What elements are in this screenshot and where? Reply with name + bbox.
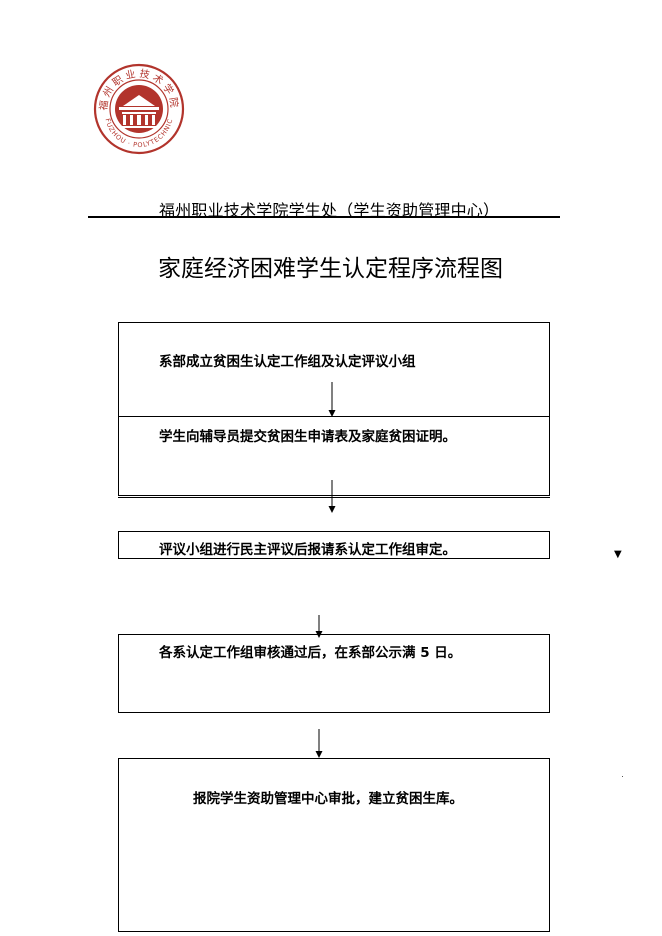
flow-step-1-text: 系部成立贫困生认定工作组及认定评议小组 xyxy=(159,354,416,370)
flow-step-1-box: 系部成立贫困生认定工作组及认定评议小组 xyxy=(118,322,550,418)
down-arrow-icon xyxy=(328,480,336,513)
flow-step-3-box: 评议小组进行民主评议后报请系认定工作组审定。 xyxy=(118,531,550,559)
down-arrow-icon xyxy=(328,382,336,417)
flow-step-2-double-border xyxy=(118,497,550,498)
flow-step-5-text: 报院学生资助管理中心审批，建立贫困生库。 xyxy=(193,791,463,807)
school-logo: 福州职业技术学院 FUZHOU · POLYTECHNIC xyxy=(93,63,185,155)
organization-header: 福州职业技术学院学生处（学生资助管理中心） xyxy=(159,201,500,220)
down-arrow-icon xyxy=(315,615,323,638)
flow-step-2-text: 学生向辅导员提交贫困生申请表及家庭贫困证明。 xyxy=(159,429,456,445)
flow-step-4-text: 各系认定工作组审核通过后，在系部公示满 5 日。 xyxy=(159,645,462,661)
flow-step-3-text: 评议小组进行民主评议后报请系认定工作组审定。 xyxy=(159,542,456,558)
stray-dot xyxy=(622,776,623,777)
flow-step-5-box: 报院学生资助管理中心审批，建立贫困生库。 xyxy=(118,758,550,932)
triangle-down-icon: ▼ xyxy=(614,549,622,560)
down-arrow-icon xyxy=(315,729,323,758)
flow-step-4-box: 各系认定工作组审核通过后，在系部公示满 5 日。 xyxy=(118,634,550,713)
flow-step-2-box: 学生向辅导员提交贫困生申请表及家庭贫困证明。 xyxy=(118,416,550,496)
header-divider xyxy=(88,216,560,218)
document-title: 家庭经济困难学生认定程序流程图 xyxy=(158,256,503,282)
